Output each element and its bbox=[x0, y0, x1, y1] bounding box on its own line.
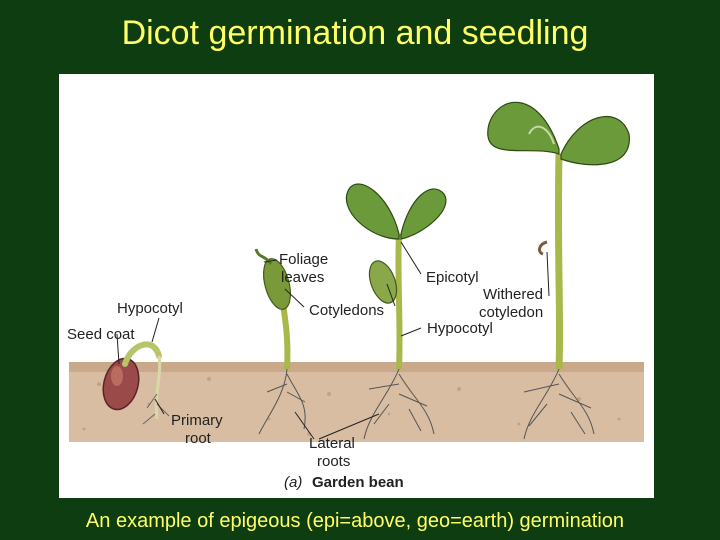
label-cotyledons: Cotyledons bbox=[309, 302, 384, 319]
leader-lines bbox=[116, 241, 550, 440]
label-primary-root-line1: Primary bbox=[171, 412, 223, 429]
soil-layer bbox=[69, 362, 644, 442]
label-seed-coat: Seed coat bbox=[67, 326, 135, 343]
label-hypocotyl-right: Hypocotyl bbox=[427, 320, 493, 337]
label-withered-cotyledon-line1: Withered bbox=[483, 286, 543, 303]
label-epicotyl: Epicotyl bbox=[426, 269, 479, 286]
stage1-seed bbox=[102, 341, 170, 425]
figure-labels: Seed coat Hypocotyl Primary root Foliage… bbox=[67, 251, 543, 491]
label-foliage-leaves-line2: leaves bbox=[281, 269, 324, 286]
figure-panel-letter: (a) bbox=[284, 474, 302, 491]
slide-caption: An example of epigeous (epi=above, geo=e… bbox=[85, 510, 625, 532]
stage4-seedling bbox=[487, 101, 630, 440]
stage3-seedling bbox=[346, 183, 447, 440]
stage2-seedling bbox=[254, 248, 306, 435]
label-foliage-leaves-line1: Foliage bbox=[279, 251, 328, 268]
slide-title: Dicot germination and seedling bbox=[121, 14, 589, 52]
label-lateral-roots-line2: roots bbox=[317, 453, 350, 470]
germination-illustration: Seed coat Hypocotyl Primary root Foliage… bbox=[67, 101, 644, 491]
label-primary-root-line2: root bbox=[185, 430, 212, 447]
figure-panel-name: Garden bean bbox=[312, 474, 404, 491]
label-withered-cotyledon-line2: cotyledon bbox=[479, 304, 543, 321]
label-hypocotyl-left: Hypocotyl bbox=[117, 300, 183, 317]
germination-figure: Seed coat Hypocotyl Primary root Foliage… bbox=[59, 74, 654, 498]
label-lateral-roots-line1: Lateral bbox=[309, 435, 355, 452]
